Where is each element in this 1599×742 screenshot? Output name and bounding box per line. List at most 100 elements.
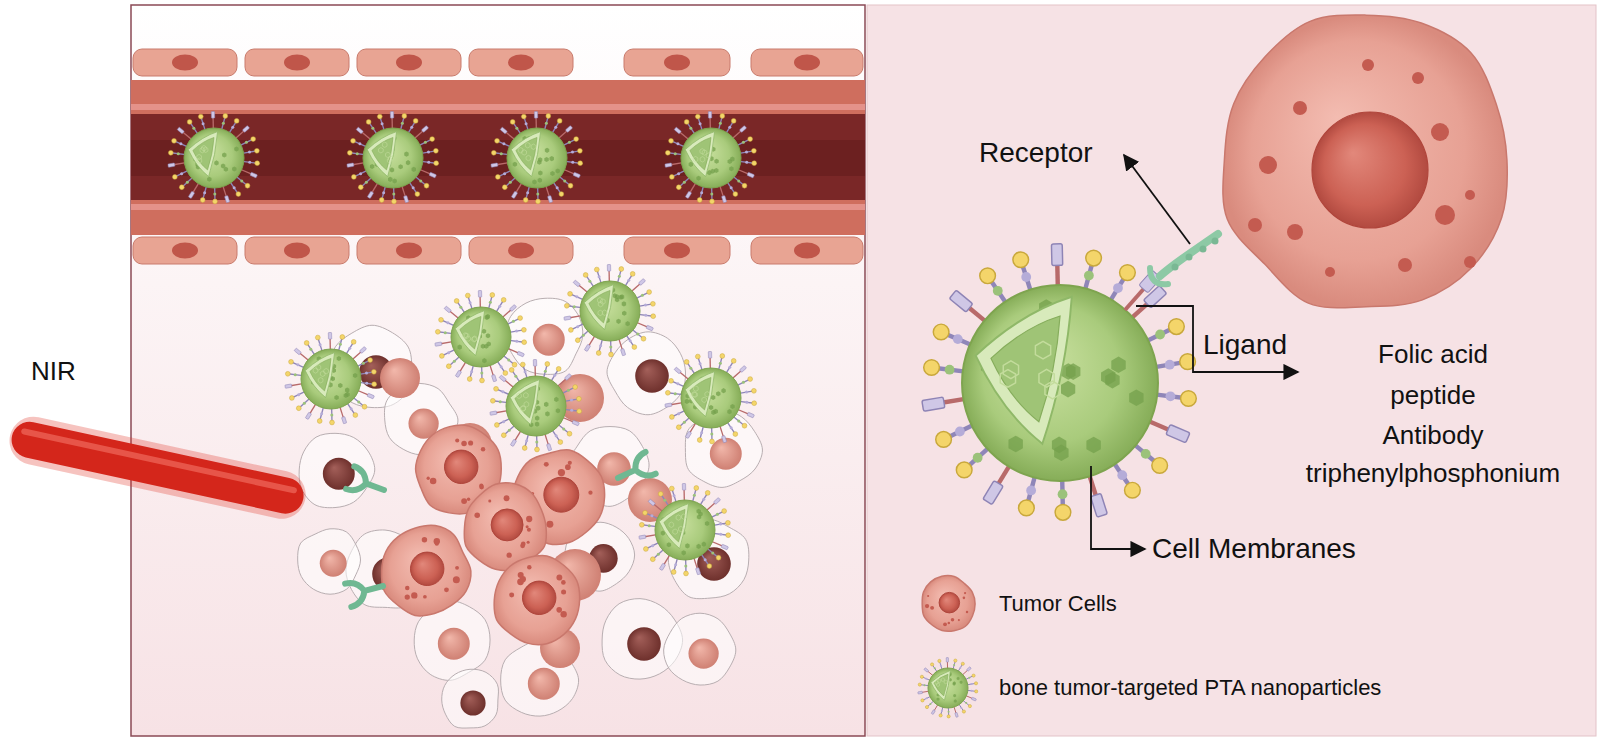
tumor-granule bbox=[509, 592, 514, 597]
ligand-bead bbox=[993, 286, 1003, 296]
ligand-antibody bbox=[455, 370, 461, 377]
tumor-granule bbox=[481, 447, 485, 451]
ligand-bead bbox=[512, 320, 515, 323]
laser-label: NIR bbox=[31, 357, 76, 387]
tumor-granule bbox=[479, 485, 484, 490]
nanoparticle-shell bbox=[451, 307, 511, 367]
ligand-tip bbox=[510, 120, 515, 125]
cutaway-core bbox=[193, 137, 214, 169]
ligand-tip bbox=[671, 570, 676, 575]
ligand-bead bbox=[730, 426, 733, 429]
ligand-bead bbox=[535, 440, 538, 443]
stromal-nucleus bbox=[688, 638, 718, 668]
surface-hex bbox=[705, 521, 709, 526]
tumor-granule bbox=[948, 622, 951, 625]
ligand-tip bbox=[494, 386, 499, 391]
ligand-bead bbox=[953, 664, 955, 666]
surface-hex bbox=[406, 160, 410, 165]
tumor-granule bbox=[444, 587, 449, 592]
surface-hex bbox=[538, 171, 542, 176]
ligand-bead bbox=[693, 494, 696, 497]
ligand-bead bbox=[700, 431, 703, 434]
stromal-cell-body bbox=[664, 613, 736, 685]
callout-label: peptide bbox=[1390, 381, 1475, 411]
surface-hex bbox=[957, 677, 960, 680]
ligand-bead bbox=[941, 710, 943, 712]
ligand-bead bbox=[598, 275, 601, 278]
ligand-tip bbox=[938, 659, 941, 662]
stromal-cell-body bbox=[442, 669, 499, 728]
endothelial-cell bbox=[245, 237, 349, 264]
ligand-bead bbox=[702, 498, 705, 501]
cutaway-shell bbox=[931, 670, 951, 700]
ligand-antibody bbox=[490, 411, 497, 415]
ligand-tip bbox=[521, 114, 526, 119]
legend-swatch bbox=[918, 574, 978, 634]
ligand-tip bbox=[752, 161, 757, 166]
ligand-bead bbox=[745, 401, 748, 404]
ligand-tip bbox=[1152, 458, 1168, 474]
tumor-granule bbox=[588, 491, 592, 495]
surface-hex bbox=[937, 697, 940, 700]
core-hex bbox=[518, 148, 523, 153]
ligand-tip bbox=[434, 148, 439, 153]
ligand-bead bbox=[674, 563, 677, 566]
core-hex bbox=[598, 301, 603, 306]
ligand-bead bbox=[719, 533, 722, 536]
callout-label: Antibody bbox=[1382, 421, 1483, 451]
ligand-tip bbox=[200, 198, 205, 203]
ligand-tip bbox=[430, 137, 435, 142]
ligand-bead bbox=[296, 363, 299, 366]
cutaway-shell bbox=[685, 372, 714, 417]
ligand-antibody bbox=[565, 126, 572, 133]
surface-hex bbox=[392, 179, 396, 184]
endothelial-body bbox=[357, 237, 461, 264]
core-hex bbox=[700, 157, 705, 162]
tumor-cell-body bbox=[382, 525, 471, 616]
endothelial-nucleus bbox=[284, 243, 310, 259]
nanoparticle bbox=[435, 290, 527, 382]
tumor-granule bbox=[405, 586, 410, 591]
tumor-granule bbox=[560, 611, 566, 617]
ligand-tip bbox=[1120, 265, 1136, 281]
ligand-bead bbox=[719, 362, 722, 365]
surface-hex bbox=[545, 411, 549, 416]
surface-hex bbox=[681, 550, 685, 555]
ligand-bead bbox=[699, 362, 702, 365]
surface-hex bbox=[538, 157, 542, 162]
nanoparticle bbox=[347, 111, 439, 203]
ligand-tip bbox=[501, 297, 506, 302]
core-hex bbox=[693, 156, 698, 161]
ligand-bead bbox=[1141, 449, 1151, 459]
ligand-bead bbox=[948, 711, 950, 713]
core-hex bbox=[379, 148, 384, 153]
ligand-bead bbox=[499, 400, 502, 403]
ligand-bead bbox=[923, 684, 925, 686]
ligand-tip bbox=[439, 354, 444, 359]
ligand-bead bbox=[362, 362, 365, 365]
ligand-bead bbox=[641, 294, 644, 297]
core-hex bbox=[525, 143, 530, 148]
tumor-nucleus bbox=[444, 450, 477, 483]
endothelial-body bbox=[245, 237, 349, 264]
ligand-tip bbox=[577, 396, 582, 401]
ligand-tip bbox=[669, 175, 674, 180]
ligand-bead bbox=[365, 181, 368, 184]
ligand-bead bbox=[677, 412, 680, 415]
ligand-antibody bbox=[491, 163, 498, 167]
ligand-tip bbox=[726, 520, 731, 525]
vessel-stripe bbox=[131, 204, 865, 210]
ligand-antibody bbox=[721, 544, 728, 550]
surface-hex bbox=[953, 682, 956, 685]
surface-hex bbox=[232, 166, 236, 171]
ligand-antibody bbox=[747, 412, 754, 418]
ligand-tip bbox=[187, 120, 192, 125]
core-hex bbox=[676, 515, 681, 520]
tumor-granule bbox=[1287, 224, 1303, 240]
targeting-detail bbox=[922, 15, 1507, 520]
nanoparticle-shell bbox=[363, 128, 423, 188]
tumor-granule bbox=[951, 618, 955, 622]
surface-hex bbox=[545, 148, 549, 153]
ligand-bead bbox=[248, 161, 251, 164]
ligand-tip bbox=[520, 362, 525, 367]
